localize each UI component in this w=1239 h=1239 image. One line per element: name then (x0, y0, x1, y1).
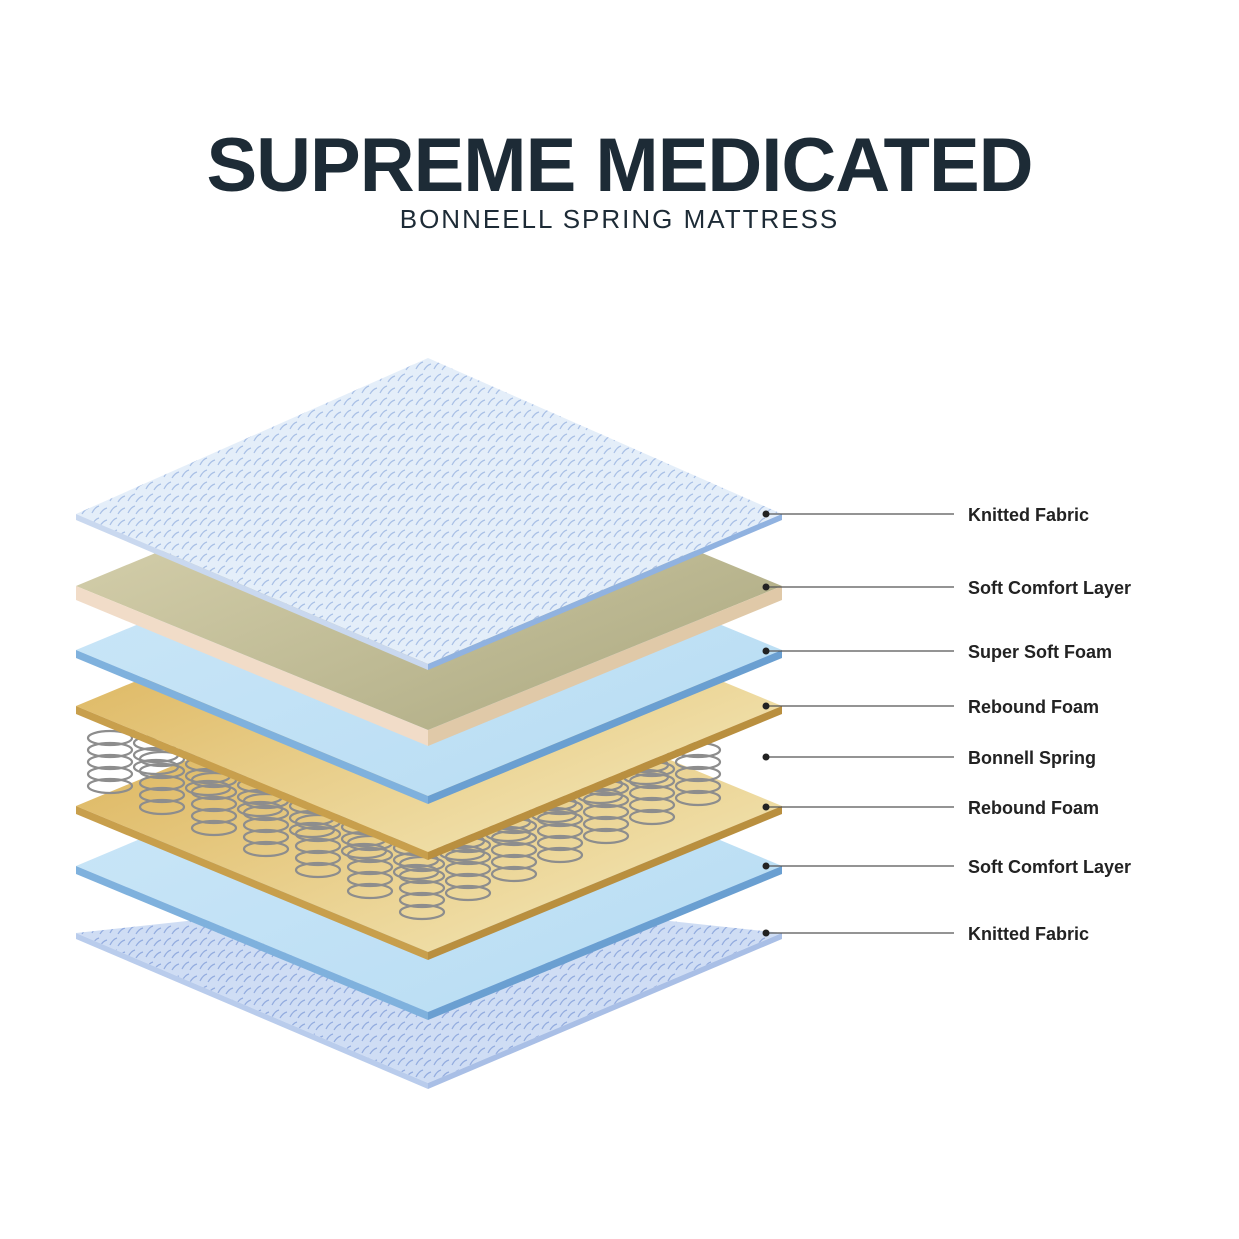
spring-coil (398, 891, 446, 909)
spring-coil (444, 872, 492, 890)
leader-dot-1 (762, 510, 770, 518)
spring-coil (190, 807, 238, 825)
leader-dot-7 (762, 862, 770, 870)
spring-coil (294, 837, 342, 855)
spring-coil (490, 865, 538, 883)
spring-coil (582, 803, 630, 821)
spring-coil (242, 816, 290, 834)
label-rebound-foam-upper: Rebound Foam (968, 697, 1099, 717)
leader-dot-8 (762, 929, 770, 937)
spring-coil (346, 858, 394, 876)
spring-coil (398, 903, 446, 921)
label-rebound-foam-lower: Rebound Foam (968, 798, 1099, 818)
spring-coil (536, 834, 584, 852)
leader-dot-5 (762, 753, 770, 761)
spring-coil (398, 879, 446, 897)
label-soft-comfort-lower: Soft Comfort Layer (968, 857, 1132, 877)
label-super-soft-foam: Super Soft Foam (968, 642, 1113, 662)
spring-coil (184, 779, 232, 797)
leader-dot-6 (762, 803, 770, 811)
spring-coil (86, 765, 134, 783)
page-title: SUPREME MEDICATED (206, 123, 1033, 208)
spring-coil (294, 861, 342, 879)
spring-coil (536, 822, 584, 840)
layer-knitted-fabric-top (76, 358, 782, 670)
spring-coil (346, 870, 394, 888)
spring-coil (236, 800, 284, 818)
spring-coil (138, 798, 186, 816)
spring-coil (132, 758, 180, 776)
spring-coil (138, 786, 186, 804)
spring-coil (444, 860, 492, 878)
spring-coil (674, 777, 722, 795)
label-knitted-fabric-bottom: Knitted Fabric (968, 924, 1090, 944)
spring-coil (346, 882, 394, 900)
label-soft-comfort-upper: Soft Comfort Layer (968, 578, 1132, 598)
label-bonnell-spring: Bonnell Spring (968, 748, 1096, 768)
spring-coil (86, 729, 134, 747)
spring-coil (288, 821, 336, 839)
spring-coil (294, 849, 342, 867)
spring-coil (340, 842, 388, 860)
spring-coil (190, 795, 238, 813)
leader-dot-3 (762, 647, 770, 655)
spring-coil (674, 753, 722, 771)
spring-coil (190, 819, 238, 837)
spring-coil (674, 789, 722, 807)
spring-coil (444, 884, 492, 902)
spring-coil (242, 828, 290, 846)
leader-dots (762, 510, 770, 937)
spring-coil (674, 765, 722, 783)
spring-coil (86, 741, 134, 759)
leader-dot-2 (762, 583, 770, 591)
spring-coil (86, 777, 134, 795)
spring-coil (242, 840, 290, 858)
spring-coil (392, 863, 440, 881)
label-knitted-fabric-top: Knitted Fabric (968, 505, 1090, 525)
leader-lines (766, 513, 954, 934)
spring-coil (628, 808, 676, 826)
spring-coil (138, 774, 186, 792)
spring-coil (490, 853, 538, 871)
page-subtitle: BONNEELL SPRING MATTRESS (399, 204, 840, 234)
spring-coil (582, 815, 630, 833)
spring-coil (536, 846, 584, 864)
spring-coil (582, 827, 630, 845)
spring-coil (628, 796, 676, 814)
leader-dot-4 (762, 702, 770, 710)
spring-coil (86, 753, 134, 771)
spring-coil (490, 841, 538, 859)
spring-coil (628, 784, 676, 802)
